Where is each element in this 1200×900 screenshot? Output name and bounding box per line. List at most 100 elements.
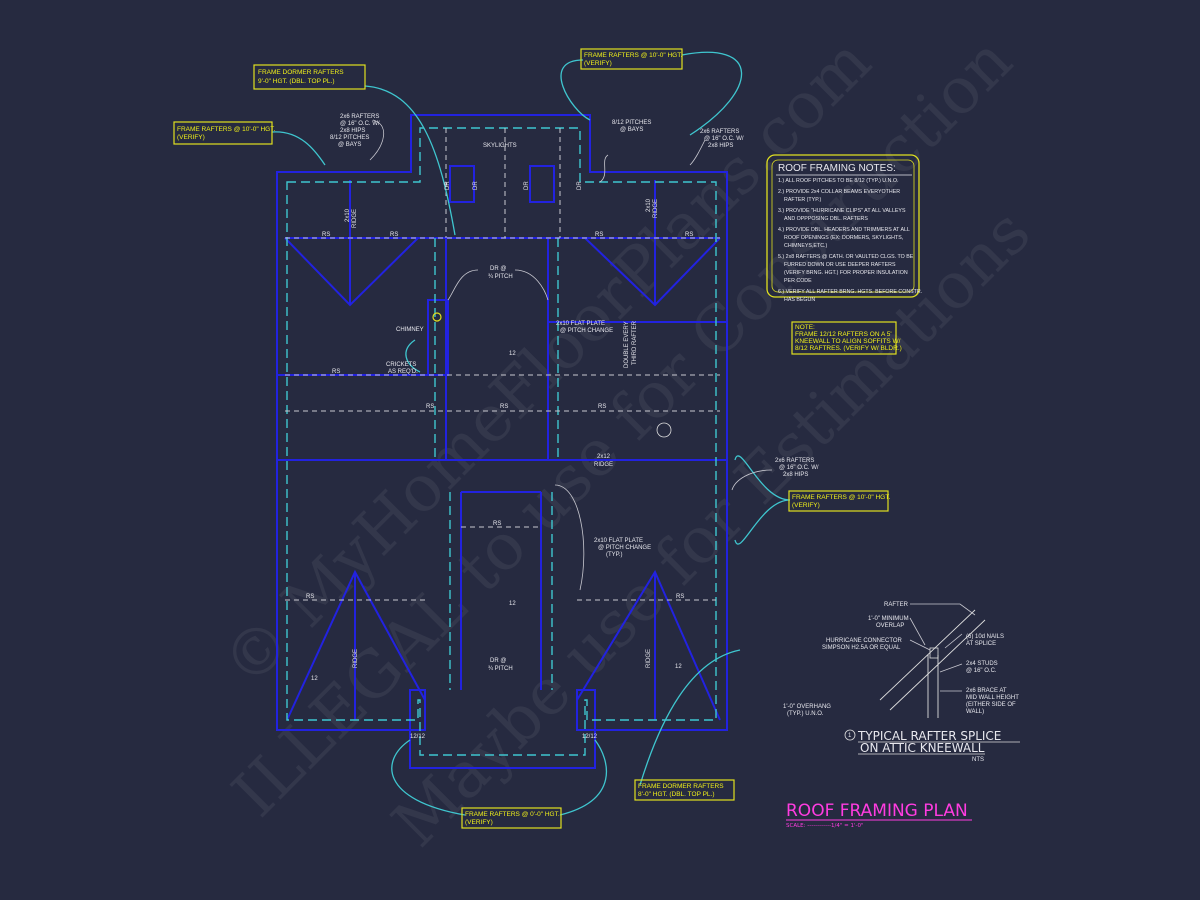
svg-text:RIDGE: RIDGE — [594, 462, 613, 468]
svg-text:2x8 HIPS: 2x8 HIPS — [708, 143, 733, 149]
svg-text:(EITHER SIDE OF: (EITHER SIDE OF — [966, 702, 1016, 708]
svg-text:RS: RS — [390, 232, 398, 238]
svg-text:RIDGE: RIDGE — [352, 209, 358, 228]
svg-text:RIDGE: RIDGE — [653, 199, 659, 218]
svg-text:RS: RS — [306, 594, 314, 600]
svg-text:@ BAYS: @ BAYS — [620, 127, 643, 133]
note-item-line: ROOF OPENINGS (EX: DORMERS, SKYLIGHTS, — [784, 235, 903, 241]
svg-text:DR: DR — [524, 181, 530, 190]
svg-text:@ 16" O.C. W/: @ 16" O.C. W/ — [340, 121, 380, 127]
svg-text:FRAME 12/12 RAFTERS ON A 5': FRAME 12/12 RAFTERS ON A 5' — [795, 331, 892, 338]
svg-text:FRAME DORMER RAFTERS: FRAME DORMER RAFTERS — [638, 783, 724, 790]
svg-text:@ BAYS: @ BAYS — [338, 142, 361, 148]
svg-text:12/12: 12/12 — [410, 734, 426, 740]
svg-text:(VERIFY): (VERIFY) — [177, 134, 205, 141]
overhang-line — [286, 127, 717, 756]
svg-text:WALL): WALL) — [966, 709, 984, 715]
svg-text:@ 16" O.C. W/: @ 16" O.C. W/ — [779, 465, 819, 471]
svg-text:(VERIFY): (VERIFY) — [792, 502, 820, 509]
note-item-line: 5.) 2x8 RAFTERS @ CATH. OR VAULTED CLGS.… — [778, 254, 914, 260]
svg-text:2x10: 2x10 — [345, 208, 351, 222]
svg-text:FRAME DORMER RAFTERS: FRAME DORMER RAFTERS — [258, 69, 344, 76]
svg-text:CHIMNEY: CHIMNEY — [396, 327, 424, 333]
svg-text:MID WALL HEIGHT: MID WALL HEIGHT — [966, 695, 1019, 701]
note-item-line: RAFTER (TYP.) — [784, 197, 822, 203]
svg-text:DR: DR — [577, 181, 583, 190]
note-item-line: 4.) PROVIDE DBL. HEADERS AND TRIMMERS AT… — [778, 227, 910, 233]
svg-text:FRAME RAFTERS @ 10'-0" HGT.: FRAME RAFTERS @ 10'-0" HGT. — [792, 494, 890, 501]
svg-text:DR: DR — [445, 181, 451, 190]
svg-text:(TYP.) U.N.O.: (TYP.) U.N.O. — [787, 711, 824, 717]
svg-text:DR @: DR @ — [490, 658, 506, 664]
svg-text:ROOF FRAMING NOTES:: ROOF FRAMING NOTES: — [778, 163, 896, 174]
leader-lines — [369, 119, 773, 591]
svg-text:9'-0" HGT. (DBL. TOP PL.): 9'-0" HGT. (DBL. TOP PL.) — [258, 78, 335, 85]
svg-text:RS: RS — [426, 404, 434, 410]
svg-text:2x10 FLAT PLATE: 2x10 FLAT PLATE — [556, 321, 605, 327]
svg-text:8'-0" HGT. (DBL. TOP PL.): 8'-0" HGT. (DBL. TOP PL.) — [638, 791, 715, 798]
svg-text:1'-0" MINIMUM: 1'-0" MINIMUM — [868, 616, 909, 622]
svg-text:(VERIFY): (VERIFY) — [465, 819, 493, 826]
svg-text:¾ PITCH: ¾ PITCH — [488, 274, 513, 280]
svg-text:SCALE: ------------1/4" = 1'-0: SCALE: ------------1/4" = 1'-0" — [786, 823, 864, 829]
svg-text:12: 12 — [675, 664, 682, 670]
note-item-line: 1.) ALL ROOF PITCHES TO BE 8/12 (TYP.) U… — [778, 178, 899, 184]
note-item-line: HAS BEGUN — [784, 297, 815, 303]
svg-text:12/12: 12/12 — [582, 734, 598, 740]
svg-text:2x8 HIPS: 2x8 HIPS — [340, 128, 365, 134]
callout-right-mid: FRAME RAFTERS @ 10'-0" HGT. (VERIFY) — [788, 490, 890, 512]
svg-text:12: 12 — [509, 601, 516, 607]
svg-text:DR @: DR @ — [490, 266, 506, 272]
callout-dormer-bottom: FRAME DORMER RAFTERS 8'-0" HGT. (DBL. TO… — [634, 779, 735, 801]
roof-framing-notes: ROOF FRAMING NOTES: 1.) ALL ROOF PITCHES… — [766, 154, 922, 303]
svg-text:2x6 BRACE AT: 2x6 BRACE AT — [966, 688, 1007, 694]
svg-text:1: 1 — [848, 733, 852, 739]
svg-text:DR: DR — [473, 181, 479, 190]
svg-text:@ 16" O.C. W/: @ 16" O.C. W/ — [704, 136, 744, 142]
callout-bottom-center: FRAME RAFTERS @ 0'-0" HGT. (VERIFY) — [461, 807, 562, 829]
svg-text:RS: RS — [332, 369, 340, 375]
plan-title: ROOF FRAMING PLAN SCALE: ------------1/4… — [786, 801, 972, 829]
svg-text:SKYLIGHTS: SKYLIGHTS — [483, 143, 517, 149]
svg-text:12: 12 — [509, 351, 516, 357]
svg-text:@ PITCH CHANGE: @ PITCH CHANGE — [560, 328, 613, 334]
note-item-line: 2.) PROVIDE 2x4 COLLAR BEAMS EVERYOTHER — [778, 189, 900, 195]
callout-dormer-top: FRAME DORMER RAFTERS 9'-0" HGT. (DBL. TO… — [253, 64, 366, 90]
svg-text:NTS: NTS — [972, 757, 984, 763]
svg-text:@ 16" O.C.: @ 16" O.C. — [966, 668, 997, 674]
svg-text:8/12 PITCHES: 8/12 PITCHES — [330, 135, 369, 141]
svg-text:RS: RS — [595, 232, 603, 238]
svg-text:RS: RS — [500, 404, 508, 410]
svg-text:2x8 HIPS: 2x8 HIPS — [783, 472, 808, 478]
svg-text:TYPICAL RAFTER SPLICE: TYPICAL RAFTER SPLICE — [857, 729, 1001, 743]
svg-text:CRICKETS: CRICKETS — [386, 362, 416, 368]
note-item-line: FURRED DOWN OR USE DEEPER RAFTERS — [784, 262, 896, 268]
svg-text:DOUBLE EVERY: DOUBLE EVERY — [624, 321, 630, 368]
svg-text:RS: RS — [685, 232, 693, 238]
svg-text:RIDGE: RIDGE — [353, 649, 359, 668]
svg-text:RS: RS — [598, 404, 606, 410]
note-item-line: AND OPPPOSING DBL. RAFTERS — [784, 216, 868, 222]
svg-text:HURRICANE CONNECTOR: HURRICANE CONNECTOR — [826, 638, 903, 644]
svg-text:8/12 PITCHES: 8/12 PITCHES — [612, 120, 651, 126]
svg-text:(6) 10d NAILS: (6) 10d NAILS — [966, 634, 1004, 640]
callout-left-top: FRAME RAFTERS @ 10'-0" HGT. (VERIFY) — [173, 121, 275, 145]
svg-text:2x12: 2x12 — [597, 454, 611, 460]
note-item-line: (VERIFY BRNG. HGT.) FOR PROPER INSULATIO… — [784, 270, 908, 276]
note-item-line: 6.) VERIFY ALL RAFTER BRNG. HGTS. BEFORE… — [778, 289, 922, 295]
svg-text:12: 12 — [311, 676, 318, 682]
note-item-line: PER CODE — [784, 278, 812, 284]
svg-text:ROOF FRAMING PLAN: ROOF FRAMING PLAN — [786, 801, 968, 821]
svg-text:THIRD RAFTER: THIRD RAFTER — [632, 320, 638, 365]
svg-text:SIMPSON H2.5A OR EQUAL: SIMPSON H2.5A OR EQUAL — [822, 645, 901, 651]
svg-text:RS: RS — [676, 594, 684, 600]
svg-text:FRAME RAFTERS @ 0'-0" HGT.: FRAME RAFTERS @ 0'-0" HGT. — [465, 811, 560, 818]
svg-text:@ PITCH CHANGE: @ PITCH CHANGE — [598, 545, 651, 551]
svg-text:(VERIFY): (VERIFY) — [584, 60, 612, 67]
svg-text:2x6 RAFTERS: 2x6 RAFTERS — [775, 458, 814, 464]
note-callout: NOTE: FRAME 12/12 RAFTERS ON A 5' KNEEWA… — [791, 321, 902, 355]
svg-text:RIDGE: RIDGE — [646, 649, 652, 668]
note-item-line: CHIMNEYS,ETC.) — [784, 243, 827, 249]
svg-text:ON ATTIC KNEEWALL: ON ATTIC KNEEWALL — [860, 741, 985, 755]
